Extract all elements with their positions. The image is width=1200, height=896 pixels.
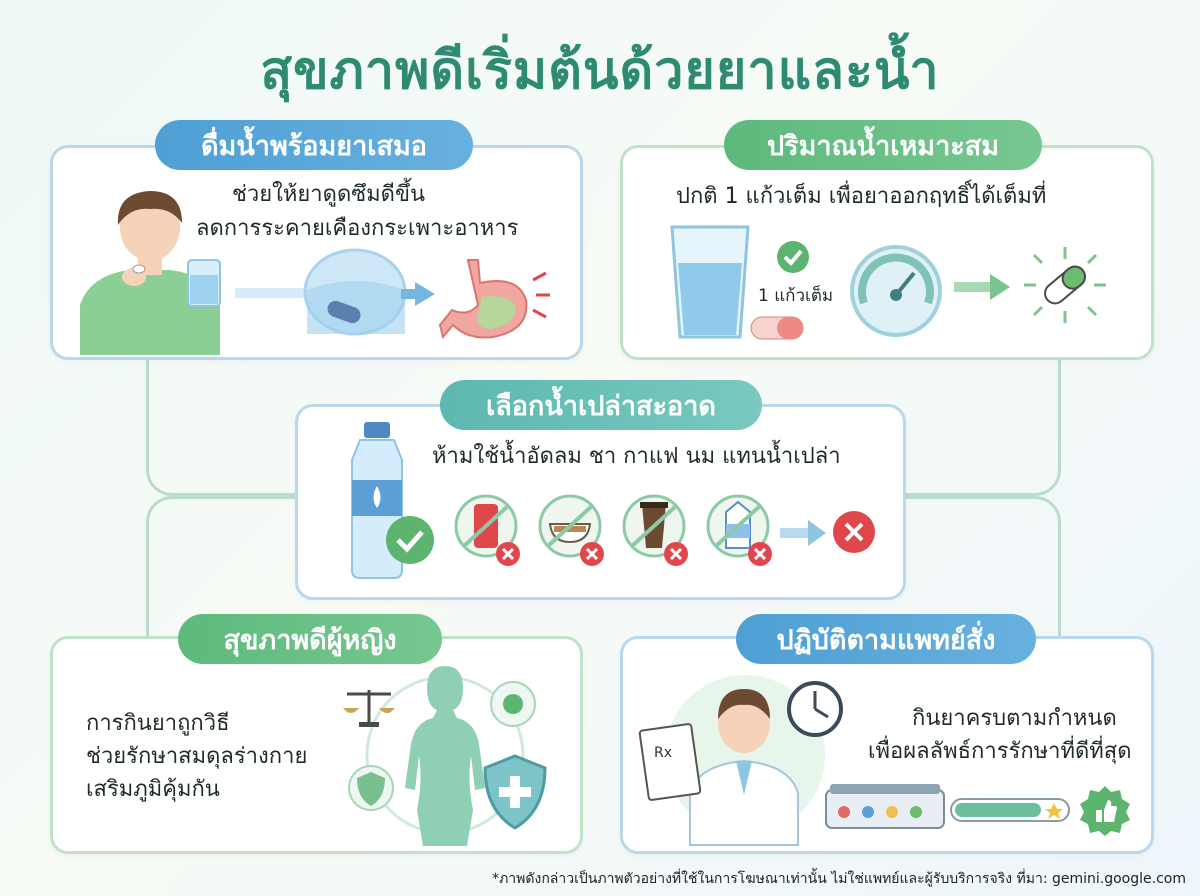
glass-note: 1 แก้วเต็ม bbox=[758, 286, 834, 306]
rx-label: Rx bbox=[654, 745, 672, 761]
water-bottle-icon bbox=[351, 422, 434, 579]
clean-water-desc: ห้ามใช้น้ำอัดลม ชา กาแฟ นม แทนน้ำเปล่า bbox=[432, 444, 841, 469]
women-health-line-2: ช่วยรักษาสมดุลร่างกาย bbox=[86, 744, 308, 769]
drink-benefit-1: ช่วยให้ยาดูดซึมดีขึ้น bbox=[232, 182, 426, 207]
rx-paper-icon bbox=[638, 723, 702, 801]
page-title: สุขภาพดีเริ่มต้นด้วยยาและน้ำ bbox=[260, 41, 940, 101]
milk-no-icon bbox=[706, 494, 772, 566]
connector-left-top bbox=[146, 355, 309, 496]
capsule-icon bbox=[750, 316, 804, 340]
label-women-health: สุขภาพดีผู้หญิง bbox=[178, 614, 442, 664]
check-icon bbox=[777, 241, 809, 273]
thumbs-up-badge-icon bbox=[1080, 786, 1130, 836]
doctor-illustration: Rx bbox=[638, 675, 843, 846]
tea-cup-no-icon bbox=[538, 494, 604, 566]
water-amount-desc: ปกติ 1 แก้วเต็ม เพื่อยาออกฤทธิ์ได้เต็มที… bbox=[676, 184, 1047, 209]
connector-right-bottom bbox=[900, 496, 1061, 639]
virus-icon bbox=[490, 681, 536, 727]
card-women-health bbox=[50, 636, 583, 854]
label-water-amount: ปริมาณน้ำเหมาะสม bbox=[724, 120, 1042, 170]
health-shield-icon bbox=[483, 754, 547, 830]
woman-figure-illustration bbox=[343, 666, 547, 846]
women-health-line-1: การกินยาถูกวิธี bbox=[86, 711, 230, 736]
active-capsule-icon bbox=[1024, 247, 1106, 323]
clock-icon bbox=[787, 681, 843, 737]
connector-left-bottom bbox=[146, 496, 309, 639]
prohibited-icon bbox=[833, 511, 875, 553]
women-health-line-3: เสริมภูมิคุ้มกัน bbox=[86, 777, 220, 802]
scale-icon bbox=[343, 690, 395, 727]
person-drinking-illustration bbox=[80, 191, 221, 355]
progress-bar bbox=[950, 798, 1070, 822]
drink-benefit-2: ลดการระคายเคืองกระเพาะอาหาร bbox=[196, 216, 519, 241]
connector-right-top bbox=[900, 355, 1061, 496]
gauge-icon bbox=[850, 245, 942, 337]
coffee-no-icon bbox=[622, 494, 688, 566]
disclaimer-footer: *ภาพดังกล่าวเป็นภาพตัวอย่างที่ใช้ในการโฆ… bbox=[492, 871, 1186, 887]
follow-doctor-line-1: กินยาครบตามกำหนด bbox=[912, 706, 1117, 731]
label-clean-water: เลือกน้ำเปล่าสะอาด bbox=[440, 380, 762, 430]
label-drink-with-meds: ดื่มน้ำพร้อมยาเสมอ bbox=[155, 120, 473, 170]
water-glass-icon bbox=[670, 225, 750, 339]
label-follow-doctor: ปฏิบัติตามแพทย์สั่ง bbox=[736, 614, 1036, 664]
pill-in-water-icon bbox=[235, 248, 435, 336]
arrow-right-icon bbox=[954, 274, 1010, 300]
soda-can-no-icon bbox=[454, 494, 520, 566]
follow-doctor-line-2: เพื่อผลลัพธ์การรักษาที่ดีที่สุด bbox=[868, 739, 1132, 764]
stomach-icon bbox=[438, 259, 550, 340]
pill-organizer-icon bbox=[825, 784, 945, 829]
small-shield-icon bbox=[348, 765, 394, 811]
arrow-right-icon bbox=[780, 520, 826, 546]
